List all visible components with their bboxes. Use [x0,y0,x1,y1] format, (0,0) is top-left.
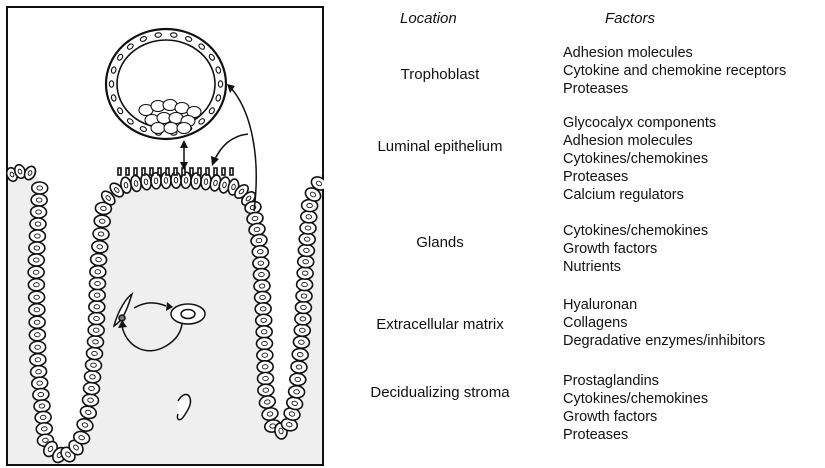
factor-item: Growth factors [563,240,708,258]
factor-item: Proteases [563,80,786,98]
factor-item: Prostaglandins [563,372,708,390]
factor-item: Hyaluronan [563,296,765,314]
factor-item: Collagens [563,314,765,332]
factor-item: Cytokine and chemokine receptors [563,62,786,80]
factor-item: Cytokines/chemokines [563,150,716,168]
factors-extracellular-matrix: Hyaluronan Collagens Degradative enzymes… [563,296,765,350]
factor-item: Growth factors [563,408,708,426]
location-trophoblast: Trophoblast [345,66,535,83]
location-header: Location [400,10,457,27]
factor-item: Adhesion molecules [563,132,716,150]
factor-item: Cytokines/chemokines [563,222,708,240]
factor-item: Adhesion molecules [563,44,786,62]
factor-item: Calcium regulators [563,186,716,204]
factor-item: Degradative enzymes/inhibitors [563,332,765,350]
blastocyst [106,29,226,139]
factors-trophoblast: Adhesion molecules Cytokine and chemokin… [563,44,786,98]
factor-item: Nutrients [563,258,708,276]
factor-item: Proteases [563,426,708,444]
location-luminal-epithelium: Luminal epithelium [345,138,535,155]
factors-decidualizing-stroma: Prostaglandins Cytokines/chemokines Grow… [563,372,708,444]
factors-header: Factors [605,10,655,27]
factor-item: Proteases [563,168,716,186]
factors-luminal-epithelium: Glycocalyx components Adhesion molecules… [563,114,716,204]
implantation-illustration [6,6,324,466]
factor-item: Cytokines/chemokines [563,390,708,408]
factors-glands: Cytokines/chemokines Growth factors Nutr… [563,222,708,276]
factor-item: Glycocalyx components [563,114,716,132]
location-glands: Glands [345,234,535,251]
location-decidualizing-stroma: Decidualizing stroma [345,384,535,401]
location-extracellular-matrix: Extracellular matrix [345,316,535,333]
